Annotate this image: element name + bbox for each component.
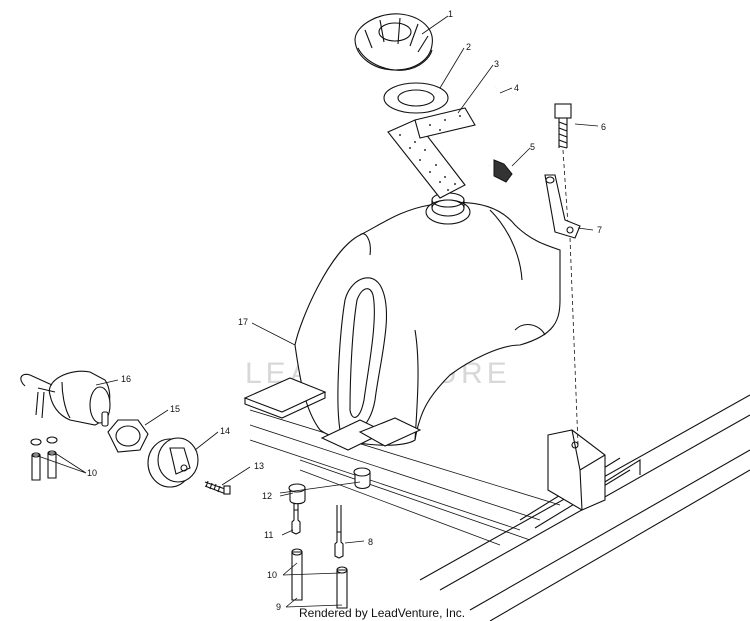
callout-15: 15	[170, 404, 180, 414]
callout-17: 17	[238, 317, 248, 327]
callout-13: 13	[254, 461, 264, 471]
render-credit: Rendered by LeadVenture, Inc.	[299, 606, 465, 620]
callout-12: 12	[262, 491, 272, 501]
fuel-tank	[294, 192, 561, 446]
callout-4: 4	[514, 83, 519, 93]
grommet-left	[288, 483, 306, 505]
check-valve	[493, 159, 513, 183]
tank-bracket	[544, 174, 581, 446]
callout-8: 8	[368, 537, 373, 547]
grommet-right	[353, 467, 371, 490]
callout-11: 11	[264, 530, 273, 540]
callout-14: 14	[220, 426, 230, 436]
pump-fittings	[30, 436, 58, 481]
cap-gasket	[383, 82, 449, 114]
callout-2: 2	[466, 42, 471, 52]
screw	[204, 480, 231, 495]
fitting-right	[334, 505, 344, 559]
callout-1: 1	[448, 9, 453, 19]
frame-bracket	[547, 429, 606, 511]
leader-lines	[37, 15, 599, 608]
callout-3: 3	[494, 59, 499, 69]
fitting-left	[291, 503, 301, 535]
callout-9: 9	[276, 602, 281, 612]
callout-10-left: 10	[87, 468, 97, 478]
fuel-cap	[354, 13, 433, 71]
fuel-petcock	[147, 437, 199, 488]
fuel-hoses	[291, 548, 348, 609]
mounting-pads	[243, 377, 422, 451]
callout-7: 7	[597, 225, 602, 235]
callout-6: 6	[601, 122, 606, 132]
callout-labels: 1 2 3 4 5 6 7 8 9 10 10 11 12 13 14 15 1…	[87, 9, 606, 612]
callout-10-bottom: 10	[267, 570, 277, 580]
foam-pad	[387, 107, 476, 199]
callout-16: 16	[121, 374, 131, 384]
bolt	[554, 103, 572, 226]
callout-5: 5	[530, 142, 535, 152]
fuel-pump	[20, 370, 111, 427]
hex-nut	[107, 419, 149, 453]
vent-hose	[478, 87, 498, 166]
